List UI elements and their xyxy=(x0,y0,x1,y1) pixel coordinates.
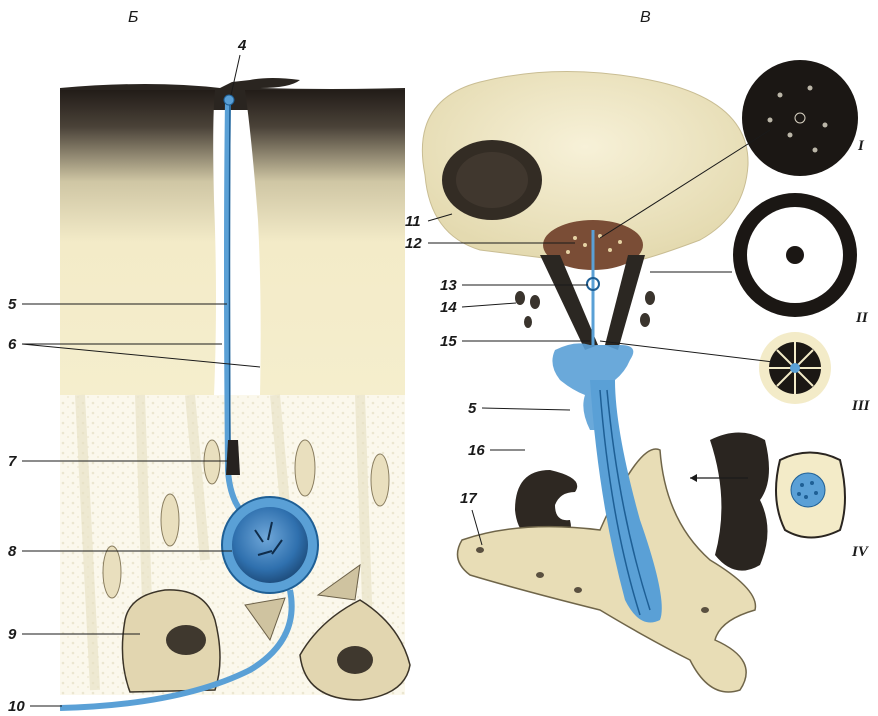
terminal-bar xyxy=(226,440,240,475)
label-13: 13 xyxy=(440,277,457,294)
panel-label-v: В xyxy=(640,9,651,26)
label-11: 11 xyxy=(405,213,421,230)
section-label-iv: IV xyxy=(851,544,870,560)
label-10: 10 xyxy=(8,698,25,715)
supporting-v-right xyxy=(605,255,645,350)
basal-oval-cell xyxy=(204,440,220,484)
supporting-cell-left xyxy=(60,90,216,395)
basal-oval-cell xyxy=(161,494,179,546)
olfactory-club xyxy=(224,95,234,105)
label-7: 7 xyxy=(8,453,17,470)
panel-label-b: Б xyxy=(128,9,138,26)
label-14: 14 xyxy=(440,299,457,316)
section-i-disc xyxy=(742,60,858,176)
label-15: 15 xyxy=(440,333,457,350)
section-label-i: I xyxy=(857,138,865,154)
panel-b xyxy=(60,78,410,708)
supporting-cell-right xyxy=(245,90,405,395)
label-6: 6 xyxy=(8,336,17,353)
basal-oval-cell xyxy=(371,454,389,506)
label-9: 9 xyxy=(8,626,17,643)
basal-oval-cell xyxy=(295,440,315,496)
section-iv-nucleus xyxy=(791,473,825,507)
section-iv-dark-cell xyxy=(710,433,769,571)
basal-oval-cell xyxy=(103,546,121,598)
label-16: 16 xyxy=(468,442,485,459)
label-17: 17 xyxy=(460,490,477,507)
section-label-iii: III xyxy=(851,398,871,414)
label-8: 8 xyxy=(8,543,17,560)
panel-v xyxy=(422,60,858,692)
label-4: 4 xyxy=(237,37,247,54)
label-12: 12 xyxy=(405,235,422,252)
label-5-right: 5 xyxy=(468,400,477,417)
section-label-ii: II xyxy=(855,310,869,326)
neuron-nucleus xyxy=(232,507,308,583)
label-5: 5 xyxy=(8,296,17,313)
